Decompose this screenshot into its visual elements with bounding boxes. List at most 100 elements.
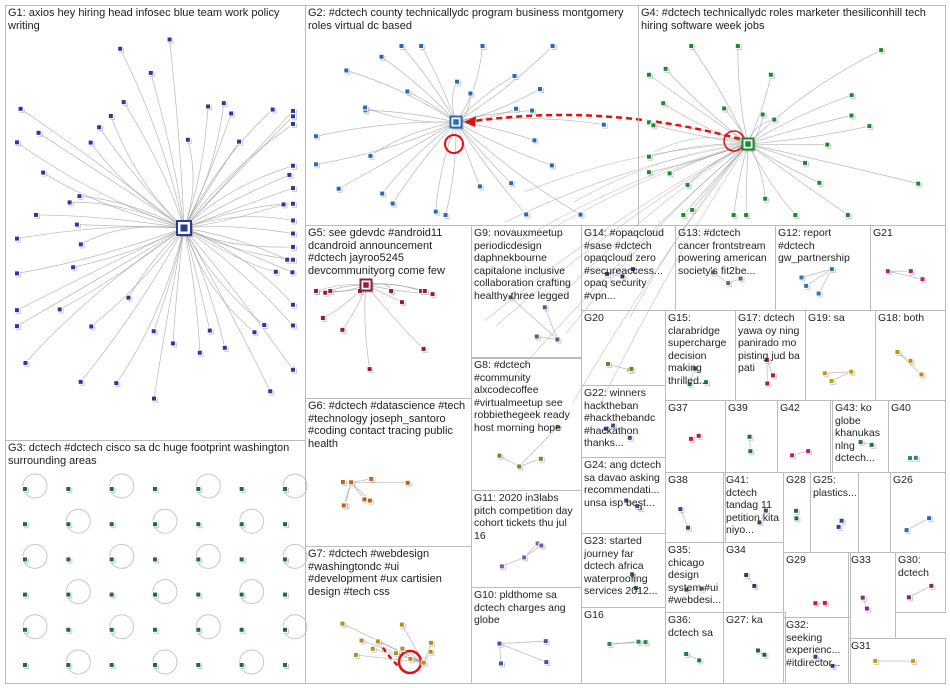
node	[205, 103, 212, 110]
node	[238, 662, 245, 668]
node	[65, 521, 72, 528]
node	[632, 585, 639, 592]
group-box-g33	[848, 552, 896, 639]
node	[22, 359, 29, 366]
node	[907, 268, 914, 275]
edge	[364, 107, 457, 123]
node	[398, 621, 405, 628]
node	[619, 273, 626, 280]
node	[816, 179, 823, 186]
edge	[25, 227, 185, 364]
edge	[747, 94, 852, 145]
edge	[648, 143, 749, 158]
node	[17, 105, 24, 112]
edge	[73, 227, 185, 268]
node	[683, 650, 690, 657]
node	[513, 105, 520, 112]
edge	[455, 121, 527, 215]
node	[793, 515, 800, 522]
node	[107, 112, 114, 119]
node	[824, 141, 831, 148]
node	[803, 282, 810, 289]
node	[915, 180, 922, 187]
node	[120, 99, 127, 106]
edge	[343, 482, 352, 506]
node	[322, 289, 329, 296]
node	[677, 506, 684, 513]
edge	[572, 143, 749, 404]
node	[14, 270, 20, 277]
node	[40, 169, 47, 176]
node	[407, 655, 414, 662]
group-box-g20	[581, 310, 666, 386]
edge	[183, 227, 293, 273]
edge	[76, 224, 185, 229]
node	[688, 435, 695, 442]
node	[125, 294, 132, 301]
node	[878, 47, 885, 54]
edge	[183, 204, 284, 229]
node	[554, 336, 561, 343]
node	[88, 323, 95, 330]
node	[196, 349, 203, 356]
node	[662, 65, 669, 72]
node	[709, 269, 716, 276]
node	[429, 291, 436, 298]
node	[420, 345, 427, 352]
node	[108, 521, 115, 528]
edge	[663, 102, 749, 145]
edge	[59, 227, 185, 310]
self-loop-highlight	[444, 134, 464, 154]
node	[689, 206, 696, 213]
edge	[906, 517, 930, 531]
node	[635, 638, 642, 645]
node	[792, 212, 799, 218]
node	[272, 268, 279, 275]
edge	[737, 45, 749, 145]
node	[905, 594, 912, 601]
node	[903, 527, 910, 534]
node	[642, 639, 649, 646]
node	[541, 304, 548, 311]
node	[290, 256, 296, 263]
group-box-g14	[581, 225, 676, 311]
node	[22, 556, 28, 563]
node	[428, 639, 435, 646]
node	[284, 256, 291, 263]
node	[907, 455, 914, 462]
edge	[35, 214, 185, 229]
node	[604, 360, 611, 367]
edge	[110, 115, 185, 229]
node	[533, 333, 540, 340]
node	[238, 486, 245, 492]
node	[498, 563, 505, 570]
node	[195, 556, 202, 563]
node	[35, 129, 42, 136]
node	[87, 139, 94, 146]
edge	[518, 426, 558, 467]
edge	[338, 121, 457, 190]
node	[108, 591, 115, 598]
node	[756, 519, 763, 526]
node	[206, 327, 213, 334]
node	[884, 268, 891, 275]
node	[507, 294, 514, 301]
edge	[609, 641, 639, 645]
node	[195, 626, 202, 633]
edge	[629, 143, 749, 319]
edge	[183, 106, 209, 229]
node	[650, 122, 657, 129]
node	[340, 502, 347, 509]
edge	[16, 142, 185, 229]
node	[238, 521, 245, 528]
group-box-g4	[638, 5, 946, 226]
node	[746, 433, 753, 440]
edge	[183, 227, 255, 333]
node	[261, 322, 268, 329]
group-box-g16	[581, 607, 666, 684]
edge	[183, 227, 201, 353]
node	[290, 120, 296, 127]
edge	[183, 227, 271, 392]
edge	[519, 458, 541, 467]
node	[282, 591, 288, 598]
